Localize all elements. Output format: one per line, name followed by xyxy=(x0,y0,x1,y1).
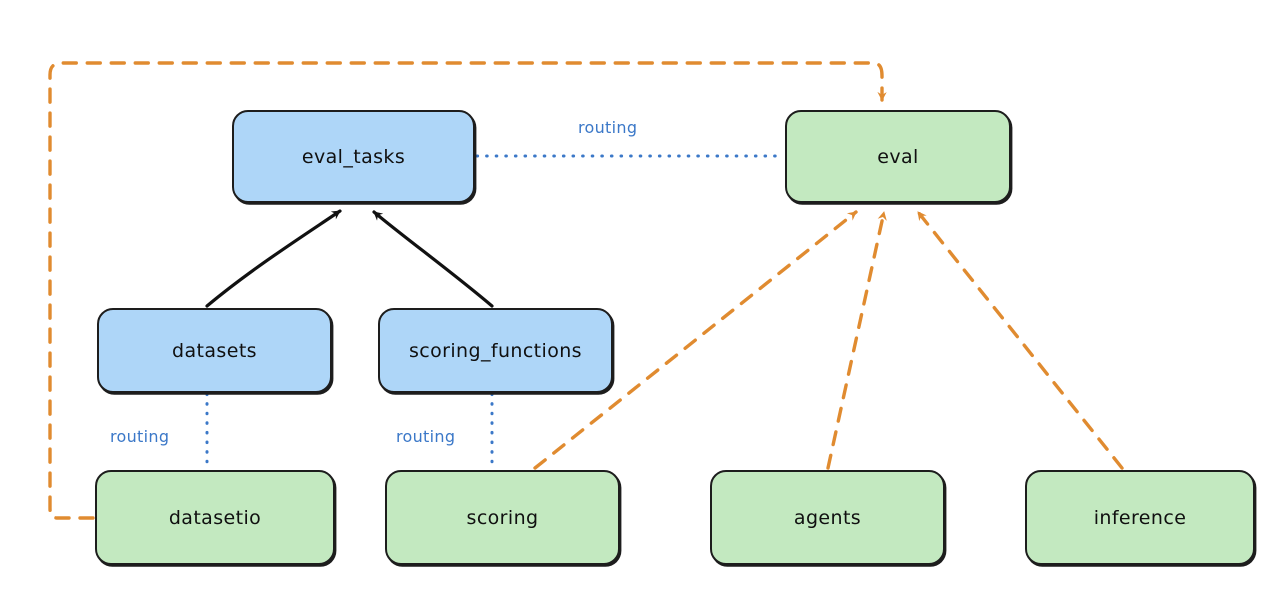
edge-agents-to-eval xyxy=(826,210,887,470)
node-datasets[interactable]: datasets xyxy=(97,308,332,393)
node-eval[interactable]: eval xyxy=(785,110,1011,203)
edge-inference-to-eval xyxy=(916,210,1124,470)
node-label-inference: inference xyxy=(1093,506,1187,529)
edge-label-routing-eval-tasks-eval: routing xyxy=(578,118,638,137)
node-label-agents: agents xyxy=(793,506,862,529)
node-eval-tasks[interactable]: eval_tasks xyxy=(232,110,475,203)
node-scoring[interactable]: scoring xyxy=(385,470,620,565)
edge-scoring-to-eval xyxy=(533,210,858,470)
node-label-datasets: datasets xyxy=(172,339,257,362)
node-label-datasetio: datasetio xyxy=(168,506,262,529)
node-label-eval-tasks: eval_tasks xyxy=(301,145,406,168)
node-label-scoring: scoring xyxy=(466,506,539,529)
node-scoring-functions[interactable]: scoring_functions xyxy=(378,308,613,393)
edge-datasetio-to-eval xyxy=(48,61,887,520)
edge-scoring-functions-to-eval-tasks xyxy=(372,210,494,308)
node-datasetio[interactable]: datasetio xyxy=(95,470,335,565)
node-inference[interactable]: inference xyxy=(1025,470,1255,565)
node-label-scoring-functions: scoring_functions xyxy=(409,339,582,362)
node-label-eval: eval xyxy=(877,145,919,168)
node-agents[interactable]: agents xyxy=(710,470,945,565)
edge-label-routing-scoring-functions-scoring: routing xyxy=(396,427,456,446)
edge-datasets-to-eval-tasks xyxy=(205,209,342,308)
edge-label-routing-datasets-datasetio: routing xyxy=(110,427,170,446)
